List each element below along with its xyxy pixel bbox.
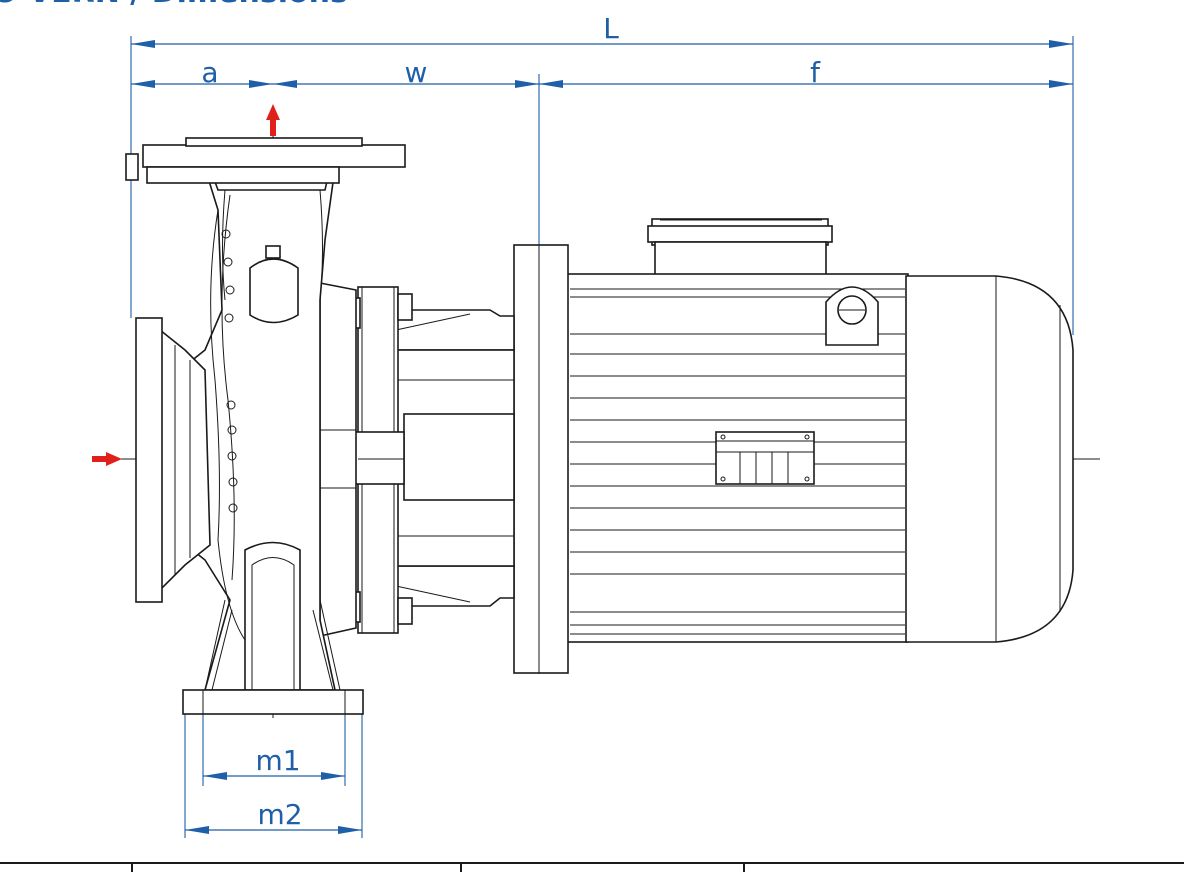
dim-label-w: w	[405, 56, 428, 89]
adapter-lantern	[395, 309, 515, 607]
dimension-table-header	[0, 862, 1184, 874]
dim-label-f: f	[810, 56, 821, 89]
dim-label-a: a	[201, 56, 218, 89]
pump-volute	[125, 137, 406, 715]
dimension-lines	[130, 36, 1074, 838]
motor	[565, 218, 1074, 643]
table-column-divider	[460, 864, 462, 872]
page-title: O VERN / Dimensions	[0, 0, 348, 10]
dim-label-m2: m2	[257, 798, 302, 831]
dim-label-m1: m1	[255, 744, 300, 777]
table-column-divider	[131, 864, 133, 872]
flow-inlet-arrow-icon	[92, 452, 122, 466]
flow-outlet-arrow-icon	[266, 104, 280, 136]
table-column-divider	[743, 864, 745, 872]
dim-label-L: L	[603, 12, 619, 45]
motor-flange	[513, 244, 569, 674]
